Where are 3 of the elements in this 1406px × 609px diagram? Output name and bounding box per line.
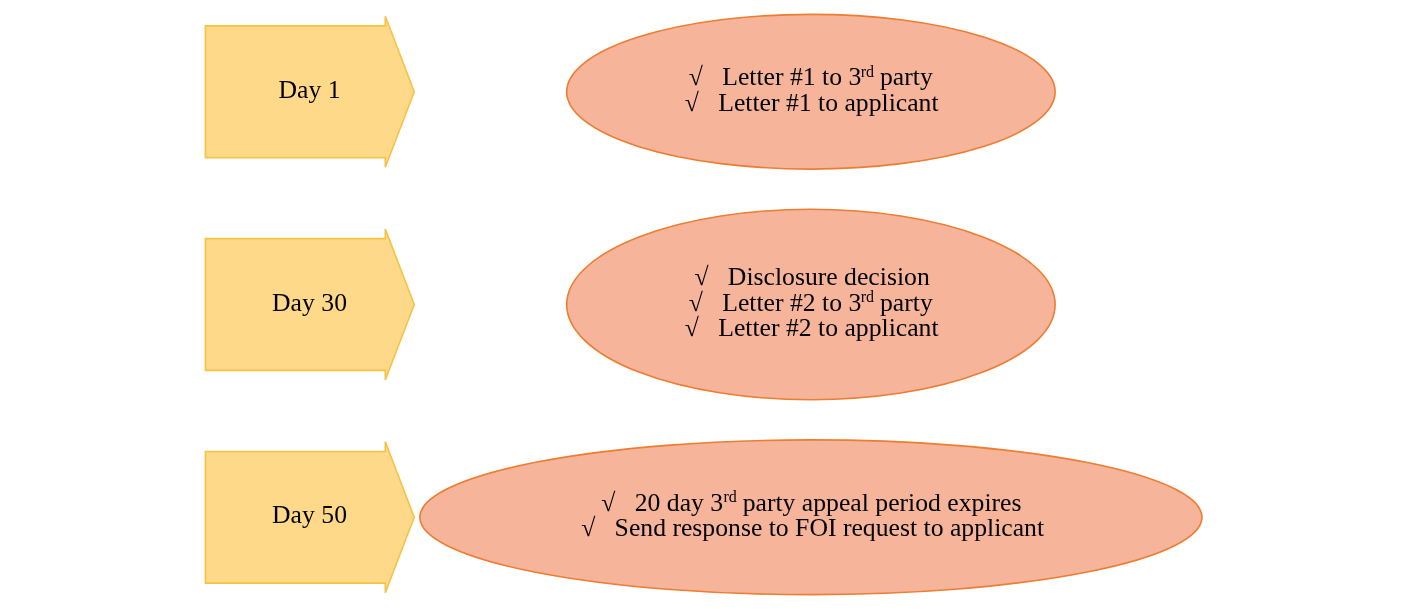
node-ellipse: √ Disclosure decision √ Letter #2 to 3$^{rd}$ party √ Letter #2 to applicant: [565, 208, 1056, 401]
node-ellipse: √ 20 day 3$^{rd}$ party appeal period expires √ Send response to FOI request to applicant: [418, 439, 1203, 596]
node-ellipse: √ Letter #1 to 3$^{rd}$ party √ Letter #1 to applicant: [565, 13, 1056, 170]
